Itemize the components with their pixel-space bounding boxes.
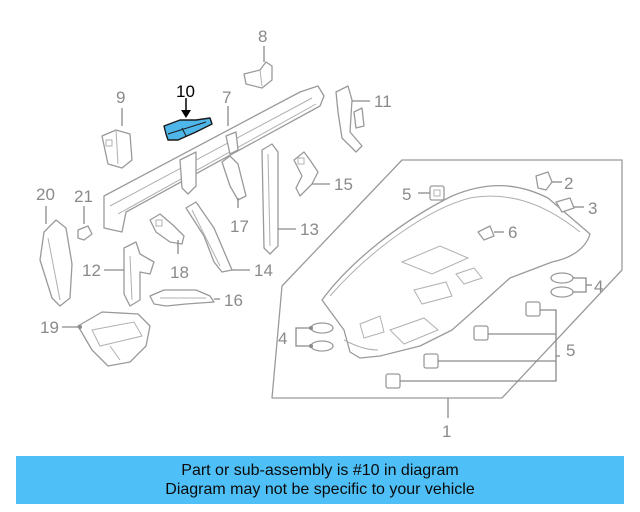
label-11: 11 — [374, 92, 392, 111]
parts-diagram: 1 2 3 4 4 5 — [36, 27, 623, 441]
part-12-bracket: 12 — [82, 241, 155, 307]
part-1-instrument-panel: 1 — [271, 159, 623, 441]
label-7: 7 — [222, 88, 231, 107]
part-14-brace: 14 — [185, 201, 273, 280]
part-17-bracket: 17 — [221, 155, 249, 236]
caption-line-2: Diagram may not be specific to your vehi… — [165, 481, 475, 498]
part-7-crossmember: 7 — [103, 85, 325, 233]
part-2-clip: 2 — [535, 171, 573, 193]
part-3-clip: 3 — [555, 197, 597, 218]
part-6-clip: 6 — [477, 223, 517, 242]
label-2: 2 — [564, 174, 573, 193]
part-9-bracket: 9 — [101, 88, 133, 169]
part-4-grommets-right: 4 — [550, 272, 603, 298]
part-8-bracket: 8 — [243, 27, 273, 89]
label-17: 17 — [230, 217, 249, 236]
label-6: 6 — [508, 223, 517, 242]
caption-line-1: Part or sub-assembly is #10 in diagram — [181, 462, 459, 479]
label-18: 18 — [170, 263, 189, 282]
caption-banner: Part or sub-assembly is #10 in diagram D… — [16, 456, 624, 504]
part-4-grommets-left: 4 — [278, 322, 334, 352]
label-5-top: 5 — [402, 185, 411, 204]
part-13-pillar: 13 — [261, 143, 319, 255]
label-14: 14 — [254, 261, 273, 280]
part-5-clips-right: 5 — [385, 301, 575, 389]
label-9: 9 — [116, 88, 125, 107]
label-4-right: 4 — [594, 277, 603, 296]
label-16: 16 — [224, 291, 243, 310]
part-21-clip: 21 — [74, 187, 93, 241]
label-21: 21 — [74, 187, 93, 206]
label-15: 15 — [334, 175, 353, 194]
part-5-clip-top: 5 — [402, 185, 445, 204]
part-18-bracket: 18 — [149, 213, 189, 282]
label-13: 13 — [300, 220, 319, 239]
label-1: 1 — [442, 422, 451, 441]
label-10: 10 — [176, 82, 195, 101]
label-19: 19 — [40, 318, 59, 337]
part-15-bracket: 15 — [293, 151, 353, 197]
part-19-bracket: 19 — [40, 311, 151, 367]
part-11-bracket: 11 — [335, 85, 392, 153]
label-12: 12 — [82, 261, 101, 280]
highlighted-part-10 — [163, 117, 213, 141]
part-16-rail: 16 — [149, 289, 243, 310]
label-8: 8 — [258, 27, 267, 46]
part-20-side-panel: 20 — [36, 185, 73, 307]
label-4-left: 4 — [278, 329, 287, 348]
dashboard-body — [321, 184, 591, 359]
label-5-right: 5 — [566, 341, 575, 360]
part-10-highlighted-bracket: 10 — [163, 82, 213, 141]
label-20: 20 — [36, 185, 55, 204]
label-3: 3 — [588, 199, 597, 218]
